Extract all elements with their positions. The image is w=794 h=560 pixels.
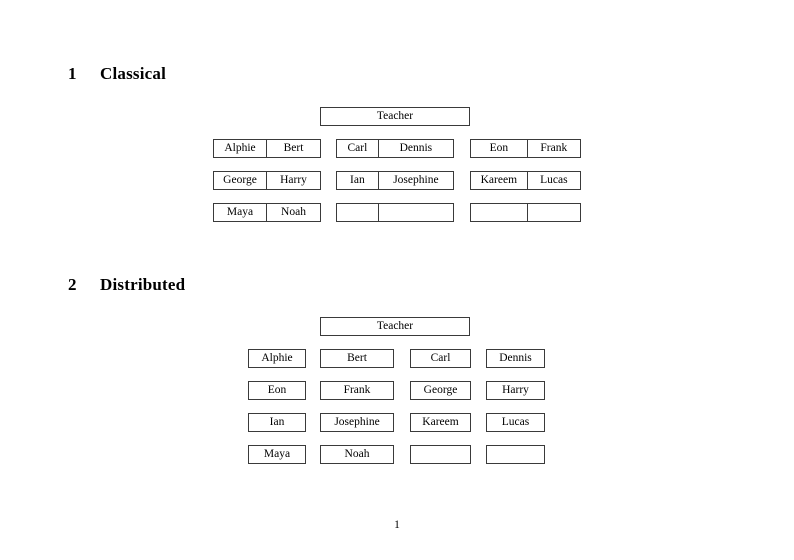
- student-cell-empty: [471, 204, 528, 221]
- student-pair-row: Maya Noah: [213, 203, 321, 222]
- student-cell: Dennis: [399, 142, 433, 154]
- student-cell: George: [214, 172, 267, 189]
- section-heading-classical: 1 Classical: [68, 64, 166, 84]
- student-cell: Bert: [283, 142, 304, 154]
- student-cell: Harry: [280, 174, 307, 186]
- student-cell-empty: [379, 204, 453, 221]
- student-box: Eon: [248, 381, 306, 400]
- student-box: Carl: [410, 349, 471, 368]
- student-cell: Maya: [214, 204, 267, 221]
- student-pair-row: Carl Dennis: [336, 139, 454, 158]
- student-pair-row: Eon Frank: [470, 139, 581, 158]
- student-cell: Lucas: [540, 174, 568, 186]
- student-box: Josephine: [320, 413, 394, 432]
- section-title: Classical: [100, 64, 167, 83]
- teacher-box-distributed: Teacher: [320, 317, 470, 336]
- student-cell-empty: [528, 204, 580, 221]
- student-pair-row-empty: [470, 203, 581, 222]
- student-pair-row: George Harry: [213, 171, 321, 190]
- student-cell: Carl: [337, 140, 379, 157]
- student-box: George: [410, 381, 471, 400]
- student-cell: Noah: [281, 206, 306, 218]
- student-cell: Josephine: [393, 174, 439, 186]
- section-number: 1: [68, 64, 77, 83]
- student-cell: Eon: [471, 140, 528, 157]
- student-pair-row: Ian Josephine: [336, 171, 454, 190]
- student-box-empty: [486, 445, 545, 464]
- student-cell: Ian: [337, 172, 379, 189]
- student-box-empty: [410, 445, 471, 464]
- page-number: 1: [394, 519, 400, 531]
- student-box: Noah: [320, 445, 394, 464]
- section-title: Distributed: [100, 275, 186, 294]
- student-cell: Frank: [540, 142, 568, 154]
- student-box: Harry: [486, 381, 545, 400]
- student-box: Maya: [248, 445, 306, 464]
- student-box: Dennis: [486, 349, 545, 368]
- student-pair-row-empty: [336, 203, 454, 222]
- student-pair-row: Alphie Bert: [213, 139, 321, 158]
- student-cell: Kareem: [471, 172, 528, 189]
- student-box: Bert: [320, 349, 394, 368]
- student-box: Frank: [320, 381, 394, 400]
- teacher-box-classical: Teacher: [320, 107, 470, 126]
- student-box: Ian: [248, 413, 306, 432]
- section-number: 2: [68, 275, 77, 294]
- student-cell: Alphie: [214, 140, 267, 157]
- student-box: Lucas: [486, 413, 545, 432]
- section-heading-distributed: 2 Distributed: [68, 275, 185, 295]
- student-pair-row: Kareem Lucas: [470, 171, 581, 190]
- student-box: Kareem: [410, 413, 471, 432]
- student-cell-empty: [337, 204, 379, 221]
- student-box: Alphie: [248, 349, 306, 368]
